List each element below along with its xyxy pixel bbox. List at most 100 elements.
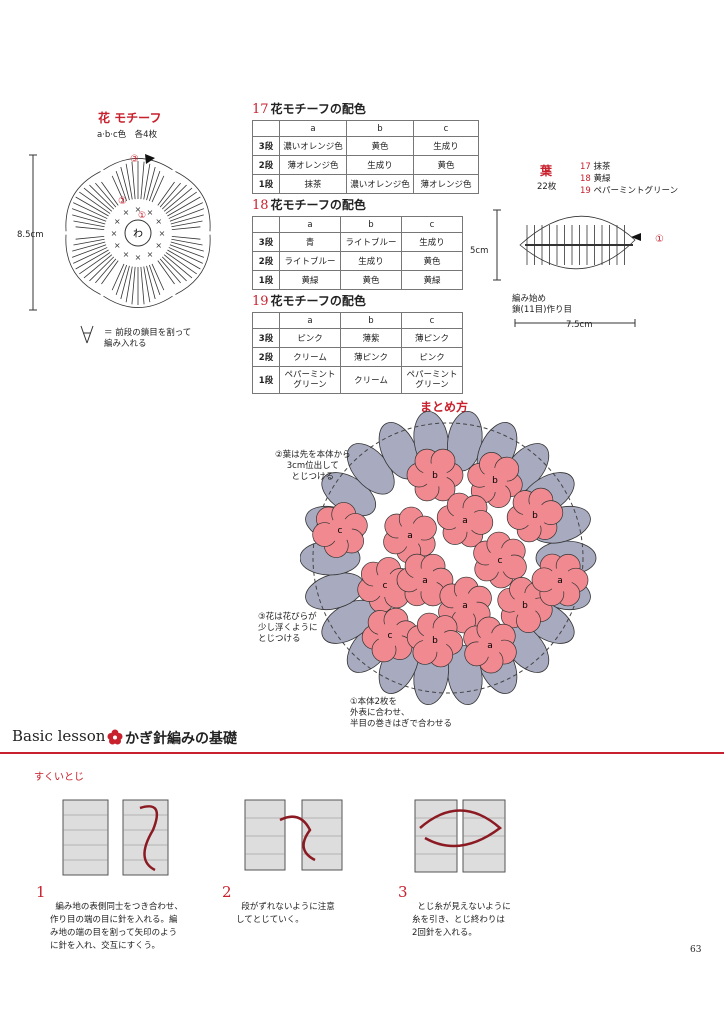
table-cell: 生成り [346, 155, 414, 175]
column-header: a [279, 216, 341, 233]
column-header: c [413, 120, 479, 137]
flower-shape: b [467, 452, 523, 508]
flower-color-label: a [407, 531, 413, 541]
flower-shape: c [361, 607, 419, 663]
flower-shape: b [406, 448, 464, 502]
flower-shape: a [436, 492, 494, 548]
flower-color-label: b [522, 601, 528, 611]
svg-text:×: × [147, 250, 154, 259]
svg-text:×: × [123, 208, 130, 217]
table-row: 3段青ライトブルー生成り [252, 232, 463, 252]
row-label: 1段 [252, 174, 280, 194]
flower-color-label: a [557, 576, 563, 586]
flower-shape: a [531, 553, 589, 607]
flower-shape: c [357, 557, 413, 613]
leaf-start-arrow-icon [631, 233, 641, 241]
svg-text:×: × [123, 250, 130, 259]
flower-color-label: b [492, 476, 498, 486]
lesson-divider [0, 752, 724, 754]
leaf-color-17: 17 抹茶 [580, 162, 611, 172]
lesson-illustration-2 [244, 799, 343, 871]
column-header: b [346, 120, 414, 137]
leaf-color-19: 19 ペパーミントグリーン [580, 186, 679, 196]
flower-color-label: c [383, 581, 388, 591]
leaf-title: 葉 [540, 164, 553, 178]
svg-text:×: × [114, 217, 121, 226]
table-cell: 黄緑 [401, 270, 463, 290]
table-row: 2段ライトブルー生成り黄色 [252, 251, 463, 271]
table-cell: 黄色 [346, 136, 414, 156]
flower-shape: a [438, 576, 492, 634]
svg-text:×: × [147, 208, 154, 217]
table-cell: 黄色 [340, 270, 402, 290]
row-label: 1段 [252, 366, 280, 394]
column-header: a [279, 120, 347, 137]
flower-shape: b [497, 577, 553, 633]
note-petal: ③花は花びらが 少し浮くように とじつける [258, 612, 318, 644]
leaf-colors: 17 抹茶 18 黄緑 19 ペパーミントグリーン [580, 161, 678, 197]
table-cell: ペパーミント グリーン [279, 366, 341, 394]
table-row: 2段薄オレンジ色生成り黄色 [252, 155, 479, 175]
lesson-illustration-1 [62, 799, 169, 876]
flower-color-label: a [422, 576, 428, 586]
table-cell: 薄オレンジ色 [279, 155, 347, 175]
flower-size-label: 8.5cm [17, 230, 44, 240]
table-cell: 黄色 [401, 251, 463, 271]
table-cell: クリーム [340, 366, 402, 394]
lesson-illustration-3 [414, 799, 506, 873]
table-cell: ペパーミント グリーン [401, 366, 463, 394]
flower-color-label: b [532, 511, 538, 521]
leaf-count: 22枚 [537, 182, 557, 192]
table-row: 1段抹茶濃いオレンジ色薄オレンジ色 [252, 174, 479, 194]
flower-shape: a [396, 553, 454, 607]
table-cell: 抹茶 [279, 174, 347, 194]
flower-shape: b [506, 487, 564, 543]
stitch-symbol-icon [80, 325, 94, 344]
table-cell: 黄緑 [279, 270, 341, 290]
row-label: 3段 [252, 328, 280, 348]
flower-color-label: c [498, 556, 503, 566]
marker-2: ② [118, 196, 127, 207]
row-label: 3段 [252, 136, 280, 156]
flower-color-label: b [432, 636, 438, 646]
leaf-start-mark: ① [655, 234, 664, 245]
svg-text:×: × [159, 229, 166, 238]
table-cell: 生成り [340, 251, 402, 271]
marker-3: ③ [130, 154, 139, 165]
lesson-title-en: Basic lesson [12, 727, 106, 745]
table-cell: 薄オレンジ色 [413, 174, 479, 194]
flower-color-label: a [462, 601, 468, 611]
table-cell: 薄ピンク [401, 328, 463, 348]
flower-bullet-icon [107, 729, 123, 745]
row-label: 1段 [252, 270, 280, 290]
svg-text:×: × [114, 241, 121, 250]
table-row: 3段濃いオレンジ色黄色生成り [252, 136, 479, 156]
lesson-subtitle: すくいとじ [34, 772, 84, 783]
table-row: 3段ピンク薄紫薄ピンク [252, 328, 463, 348]
leaf-start-note: 編み始め 鎖(11目)作り目 [512, 294, 572, 315]
assembly-title: まとめ方 [420, 400, 469, 414]
row-label: 3段 [252, 232, 280, 252]
table-cell: ピンク [401, 347, 463, 367]
table-cell: 生成り [413, 136, 479, 156]
table-row: 2段クリーム薄ピンクピンク [252, 347, 463, 367]
stitch-note: ＝ 前段の鎖目を割って 編み入れる [104, 328, 192, 349]
table-row: 1段ペパーミント グリーンクリームペパーミント グリーン [252, 366, 463, 394]
svg-text:×: × [111, 229, 118, 238]
flower-motif-title: 花 モチーフ [98, 111, 162, 125]
flower-motif-subtitle: a·b·c色 各4枚 [97, 130, 158, 140]
table-cell: 濃いオレンジ色 [346, 174, 414, 194]
note-leaf: ②葉は先を本体から 3cm位出して とじつける [275, 450, 351, 482]
flower-shape: c [312, 502, 368, 558]
leaf-height: 5cm [470, 246, 489, 256]
svg-text:×: × [135, 253, 142, 262]
marker-1: ① [138, 211, 146, 221]
flower-shape: a [383, 506, 437, 564]
svg-text:×: × [135, 205, 142, 214]
leaf-color-18: 18 黄緑 [580, 174, 611, 184]
